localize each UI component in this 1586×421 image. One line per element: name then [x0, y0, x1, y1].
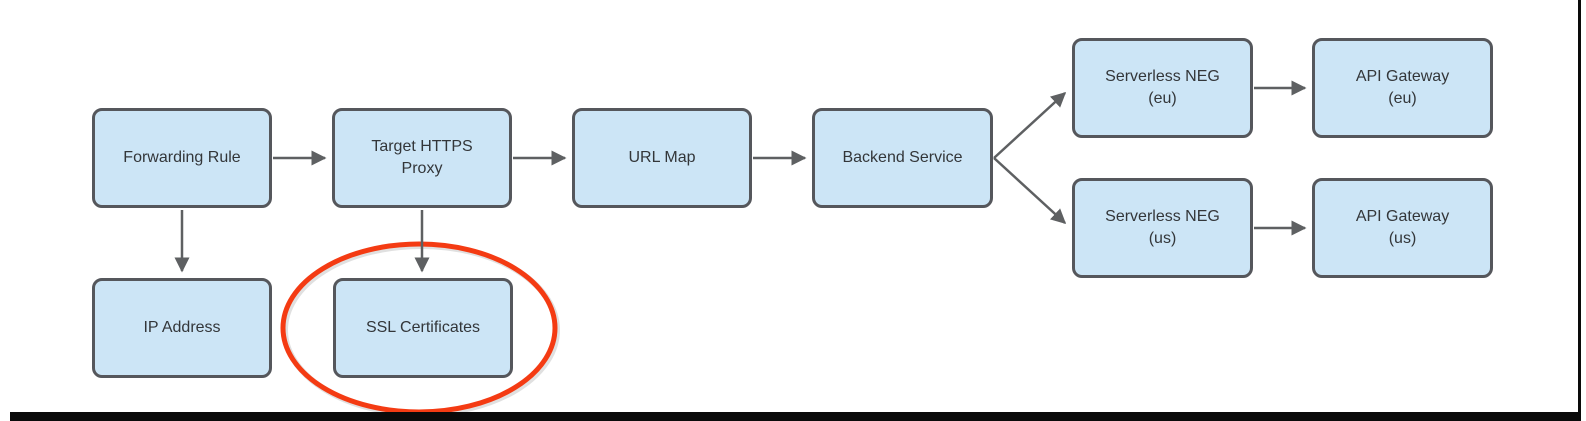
node-label: Backend Service [842, 149, 963, 167]
node-label-line: (eu) [1388, 90, 1417, 107]
node-label-line: Serverless NEG [1105, 68, 1220, 86]
node-label: Forwarding Rule [123, 149, 241, 167]
edge-backend-service-to-serverless-neg-us [993, 157, 1067, 225]
node-label-line: (us) [1148, 230, 1177, 247]
node-forwarding-rule: Forwarding Rule [92, 108, 272, 208]
node-api-gateway-us: API Gateway (us) [1312, 178, 1493, 278]
node-ip-address: IP Address [92, 278, 272, 378]
node-url-map: URL Map [572, 108, 752, 208]
node-label-line: (eu) [1148, 90, 1177, 107]
node-ssl-certificates: SSL Certificates [333, 278, 513, 378]
node-label: SSL Certificates [365, 319, 481, 337]
node-label-line: API Gateway [1355, 68, 1450, 86]
node-label-line: (us) [1388, 230, 1417, 247]
edge-backend-service-to-serverless-neg-eu [993, 91, 1067, 159]
node-target-https-proxy: Target HTTPS Proxy [332, 108, 512, 208]
node-label-line: API Gateway [1355, 208, 1450, 226]
node-api-gateway-eu: API Gateway (eu) [1312, 38, 1493, 138]
right-frame-line [1578, 0, 1581, 421]
node-label: IP Address [143, 319, 221, 337]
node-backend-service: Backend Service [812, 108, 993, 208]
node-label-line: Serverless NEG [1105, 208, 1220, 226]
node-serverless-neg-us: Serverless NEG (us) [1072, 178, 1253, 278]
node-label-line: Target HTTPS [371, 138, 473, 156]
node-label: URL Map [628, 149, 696, 167]
node-serverless-neg-eu: Serverless NEG (eu) [1072, 38, 1253, 138]
node-label-line: Proxy [401, 160, 443, 177]
bottom-frame-bar [10, 412, 1580, 421]
